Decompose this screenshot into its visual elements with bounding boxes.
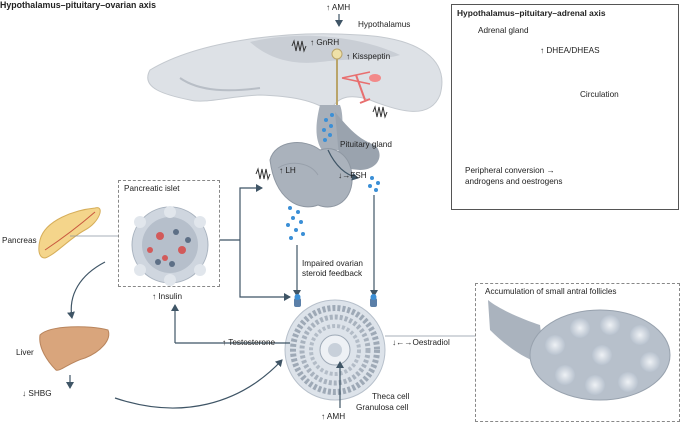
testosterone-label: ↑ Testosterone — [222, 338, 276, 347]
lh-receptor-icon — [294, 294, 301, 307]
gnrh-pulse-wave — [291, 39, 307, 53]
pancreas-organ-icon — [38, 207, 101, 259]
antral-follicles-label: Accumulation of small antral follicles — [485, 287, 617, 296]
fsh-label: ↓→FSH — [338, 171, 367, 180]
top-amh-label: ↑ AMH — [326, 3, 351, 12]
hypothalamus-label: Hypothalamus — [358, 20, 411, 29]
hpa-axis-box — [451, 4, 679, 210]
insulin-label: ↑ Insulin — [152, 292, 183, 301]
fsh-receptor-icon — [370, 294, 377, 307]
pancreatic-islet-label: Pancreatic islet — [124, 184, 180, 193]
insulin-branch-arrows — [220, 184, 291, 301]
pancreas-to-liver-arrow — [67, 261, 106, 319]
shbg-to-testosterone-arrow — [114, 359, 283, 409]
lh-hormone-dots — [286, 206, 305, 240]
pancreatic-islet-box — [118, 180, 220, 287]
adrenal-gland-label: Adrenal gland — [478, 26, 529, 35]
shbg-label: ↓ SHBG — [22, 389, 52, 398]
gnrh-label: ↑ GnRH — [310, 38, 340, 47]
theca-cell-label: Theca cell — [372, 392, 410, 401]
dhea-label: ↑ DHEA/DHEAS — [540, 46, 600, 55]
liver-label: Liver — [16, 348, 34, 357]
pituitary-pulse-wave — [372, 105, 388, 119]
impaired-feedback-line1: Impaired ovarian — [302, 259, 363, 268]
pituitary-to-fsh-arrow — [327, 149, 359, 181]
peripheral-conversion-line2: androgens and oestrogens — [465, 177, 563, 186]
lh-label: ↑ LH — [279, 166, 296, 175]
hypothalamus-brain-shape — [147, 33, 443, 113]
hpa-axis-title: Hypothalamus–pituitary–adrenal axis — [457, 8, 606, 18]
circulation-label: Circulation — [580, 90, 619, 99]
pituitary-gland-label: Pituitary gland — [340, 140, 392, 149]
kisspeptin-label: ↑ Kisspeptin — [346, 52, 391, 61]
pancreas-label: Pancreas — [2, 236, 37, 245]
fsh-hormone-dots — [368, 176, 380, 192]
lh-pulse-wave — [255, 167, 271, 181]
hormone-dots-stalk — [322, 113, 334, 142]
peripheral-conversion-line1: Peripheral conversion → — [465, 166, 555, 175]
pancreatic-islet-cluster — [131, 206, 209, 286]
hpo-axis-title: Hypothalamus–pituitary–ovarian axis — [0, 0, 156, 10]
kisspeptin-neuron-icon — [331, 48, 381, 105]
antral-follicles-box — [475, 283, 680, 422]
ovarian-follicle-shape — [284, 299, 386, 401]
liver-organ-icon — [39, 326, 110, 371]
oestradiol-label: ↓←→Oestradiol — [392, 338, 450, 347]
bottom-amh-label: ↑ AMH — [321, 412, 346, 421]
granulosa-cell-label: Granulosa cell — [356, 403, 409, 412]
antral-follicles-ovary — [488, 300, 671, 401]
impaired-feedback-line2: steroid feedback — [302, 269, 363, 278]
